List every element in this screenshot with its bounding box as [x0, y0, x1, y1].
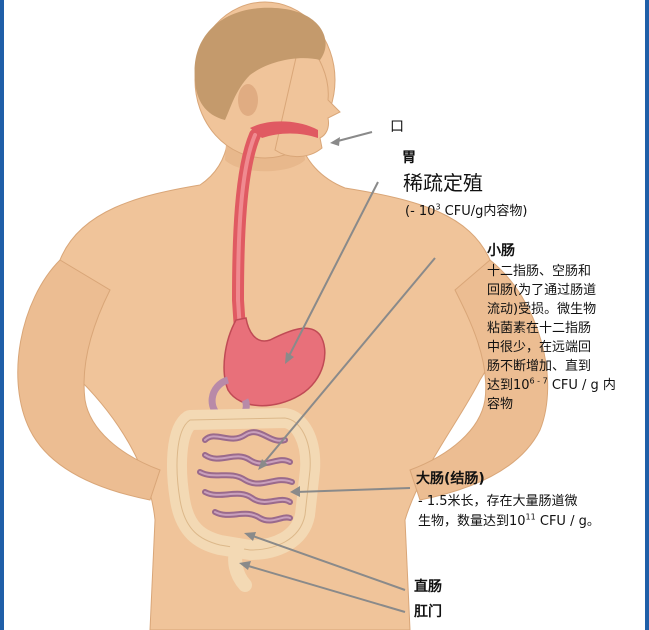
label-stomach-sub: 稀疏定殖: [403, 170, 483, 196]
label-small-intestine-body: 十二指肠、空肠和 回肠(为了通过肠道 流动)受损。微生物 粘菌素在十二指肠 中很…: [487, 262, 616, 414]
label-mouth: 口: [390, 118, 404, 136]
ear: [238, 84, 258, 116]
pointer-mouth: [334, 132, 372, 142]
label-large-intestine-body: - 1.5米长，存在大量肠道微 生物，数量达到1011 CFU / g。: [418, 492, 600, 532]
label-anus: 肛门: [414, 603, 442, 621]
label-stomach-count: (- 103 CFU/g内容物): [405, 204, 527, 221]
label-rectum: 直肠: [414, 578, 442, 596]
label-small-intestine-title: 小肠: [487, 242, 515, 260]
label-stomach-title: 胃: [402, 149, 416, 167]
label-large-intestine-title: 大肠(结肠): [416, 470, 485, 488]
